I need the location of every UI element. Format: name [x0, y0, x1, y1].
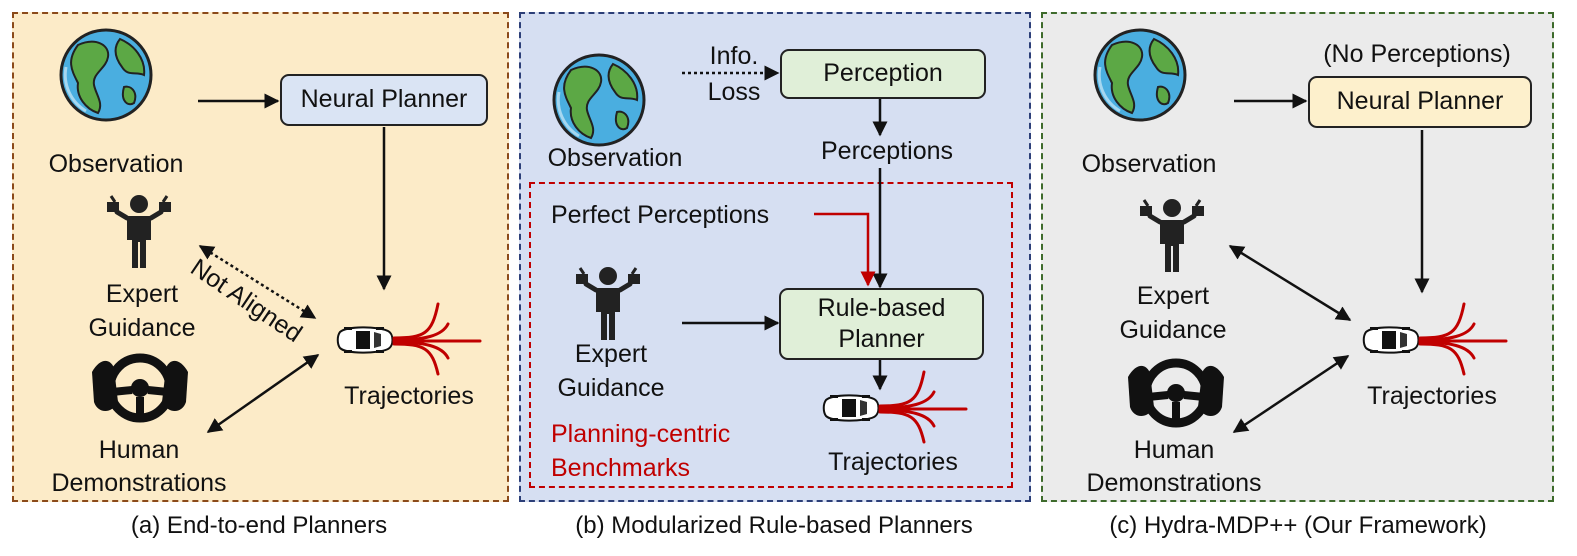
- earth-globe-icon: [1093, 28, 1187, 122]
- trajectories-label: Trajectories: [1367, 382, 1497, 410]
- trajectory-fan-icon: [392, 302, 482, 376]
- observation-label: Observation: [547, 144, 683, 172]
- perceptions-label: Perceptions: [820, 137, 954, 165]
- trajectories-label: Trajectories: [344, 382, 474, 410]
- perception-box: Perception: [780, 49, 986, 99]
- human-demonstrations-label-line2: Demonstrations: [51, 469, 227, 497]
- car-icon: [1362, 326, 1420, 354]
- rule-based-planner-box: Rule-based Planner: [779, 288, 984, 360]
- rule-based-planner-line2: Planner: [838, 325, 925, 353]
- no-perceptions-label: (No Perceptions): [1323, 40, 1511, 68]
- benchmark-region: [529, 182, 1013, 488]
- neural-planner-box: Neural Planner: [1308, 76, 1532, 128]
- expert-person-icon: [107, 195, 171, 268]
- planning-centric-benchmarks-line1: Planning-centric: [551, 420, 731, 448]
- observation-label: Observation: [48, 150, 184, 178]
- planning-centric-benchmarks-line2: Benchmarks: [551, 454, 690, 482]
- expert-guidance-label-line2: Guidance: [88, 314, 196, 342]
- human-demonstrations-label-line1: Human: [98, 436, 180, 464]
- rule-based-planner-line1: Rule-based: [817, 293, 946, 322]
- steering-wheel-hands-icon: [1128, 363, 1224, 423]
- caption-panel-a: (a) End-to-end Planners: [130, 512, 388, 539]
- trajectory-fan-icon: [878, 370, 968, 444]
- car-icon: [822, 394, 880, 422]
- caption-panel-c: (c) Hydra-MDP++ (Our Framework): [1109, 512, 1487, 539]
- human-demonstrations-label-line1: Human: [1133, 436, 1215, 464]
- expert-guidance-label-line1: Expert: [574, 340, 648, 368]
- expert-guidance-label-line1: Expert: [1136, 282, 1210, 310]
- info-loss-label-line1: Info.: [709, 42, 759, 70]
- neural-planner-box: Neural Planner: [280, 74, 488, 126]
- earth-globe-icon: [59, 28, 153, 122]
- caption-panel-b: (b) Modularized Rule-based Planners: [575, 512, 973, 539]
- expert-person-icon: [1140, 199, 1204, 272]
- expert-person-icon: [576, 267, 640, 340]
- steering-wheel-hands-icon: [92, 358, 188, 418]
- expert-guidance-label-line2: Guidance: [557, 374, 665, 402]
- earth-globe-icon: [552, 53, 646, 147]
- expert-guidance-label-line2: Guidance: [1119, 316, 1227, 344]
- expert-guidance-label-line1: Expert: [105, 280, 179, 308]
- human-demonstrations-label-line2: Demonstrations: [1086, 469, 1262, 497]
- perfect-perceptions-label: Perfect Perceptions: [551, 201, 770, 229]
- observation-label: Observation: [1081, 150, 1217, 178]
- info-loss-label-line2: Loss: [707, 78, 761, 106]
- trajectories-label: Trajectories: [828, 448, 958, 476]
- trajectory-fan-icon: [1418, 302, 1508, 376]
- car-icon: [336, 326, 394, 354]
